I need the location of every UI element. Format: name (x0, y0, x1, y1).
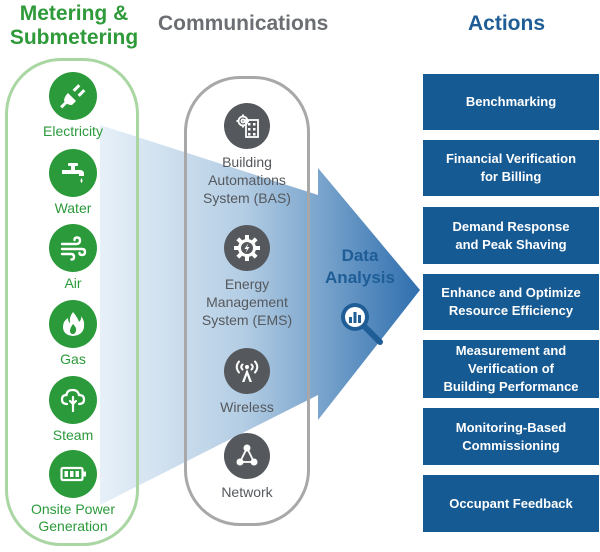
comm-label: Wireless (184, 398, 310, 416)
action-line2: for Billing (480, 169, 542, 184)
action-line1: Demand Response (452, 218, 570, 234)
comm-item-bas: Building Automations System (BAS) (184, 103, 310, 207)
magnifier-chart-icon (338, 300, 388, 350)
metering-item-onsite-power: Onsite Power Generation (0, 450, 146, 535)
building-gear-icon (224, 103, 270, 149)
electric-plug-icon (49, 72, 97, 120)
metering-item-electricity: Electricity (0, 72, 146, 140)
metering-label: Steam (52, 427, 94, 443)
data-analysis-label: Data Analysis (316, 245, 404, 289)
action-line2: Resource Efficiency (448, 303, 574, 318)
action-benchmarking: Benchmarking (423, 74, 599, 130)
action-line1: Occupant Feedback (449, 495, 573, 511)
comm-label-line2: Management (206, 294, 288, 310)
comm-item-wireless: Wireless (184, 348, 310, 416)
comm-label-line3: System (EMS) (201, 312, 293, 328)
communications-heading: Communications (158, 12, 329, 35)
metering-heading-line2: Submetering (9, 26, 139, 49)
action-line2: and Peak Shaving (455, 236, 567, 252)
comm-item-network: Network (184, 433, 310, 501)
metering-label: Air (64, 275, 82, 291)
comm-label: Network (184, 483, 310, 501)
water-faucet-icon (49, 149, 97, 197)
action-demand-response: Demand Response and Peak Shaving (423, 207, 599, 264)
metering-label: Gas (60, 351, 86, 367)
action-line1: Monitoring-Based (455, 419, 567, 435)
data-analysis-line1: Data (341, 246, 379, 265)
metering-item-water: Water (0, 149, 146, 217)
comm-item-ems: Energy Management System (EMS) (184, 225, 310, 329)
network-nodes-icon (224, 433, 270, 479)
metering-label-line2: Generation (38, 518, 108, 534)
action-line1: Benchmarking (465, 94, 557, 109)
action-measurement-verification: Measurement and Verification of Building… (423, 340, 599, 398)
wind-icon (49, 224, 97, 272)
metering-item-air: Air (0, 224, 146, 292)
metering-label: Electricity (43, 123, 103, 139)
comm-label: Energy Management System (EMS) (184, 275, 310, 329)
metering-label: Onsite Power Generation (0, 501, 146, 535)
action-occupant-feedback: Occupant Feedback (423, 475, 599, 532)
comm-label-line1: Network (221, 484, 273, 500)
comm-label: Building Automations System (BAS) (184, 153, 310, 207)
wireless-antenna-icon (224, 348, 270, 394)
action-line1: Financial Verification (445, 151, 577, 166)
battery-icon (49, 450, 97, 498)
comm-label-line1: Building (222, 154, 272, 170)
metering-heading: Metering & Submetering (0, 2, 148, 50)
actions-heading: Actions (468, 12, 546, 35)
action-financial-verification: Financial Verification for Billing (423, 140, 599, 196)
steam-cloud-icon (49, 376, 97, 424)
action-enhance-optimize: Enhance and Optimize Resource Efficiency (423, 274, 599, 330)
action-line2: Commissioning (462, 437, 560, 453)
metering-label: Water (54, 200, 92, 216)
metering-item-gas: Gas (0, 300, 146, 368)
action-line2: Verification of (468, 361, 554, 376)
action-line3: Building Performance (443, 379, 579, 394)
action-line1: Measurement and (455, 343, 567, 358)
metering-heading-line1: Metering & (19, 2, 129, 25)
communications-column (184, 76, 310, 526)
action-line1: Enhance and Optimize (441, 285, 581, 300)
data-analysis-line2: Analysis (325, 268, 395, 287)
gear-icon (224, 225, 270, 271)
comm-label-line3: System (BAS) (203, 190, 291, 206)
comm-label-line1: Wireless (220, 399, 274, 415)
action-monitoring-commissioning: Monitoring-Based Commissioning (423, 408, 599, 465)
flame-icon (49, 300, 97, 348)
comm-label-line2: Automations (208, 172, 286, 188)
metering-label-line1: Onsite Power (30, 501, 116, 517)
metering-column (5, 58, 139, 546)
metering-item-steam: Steam (0, 376, 146, 444)
comm-label-line1: Energy (224, 276, 270, 292)
